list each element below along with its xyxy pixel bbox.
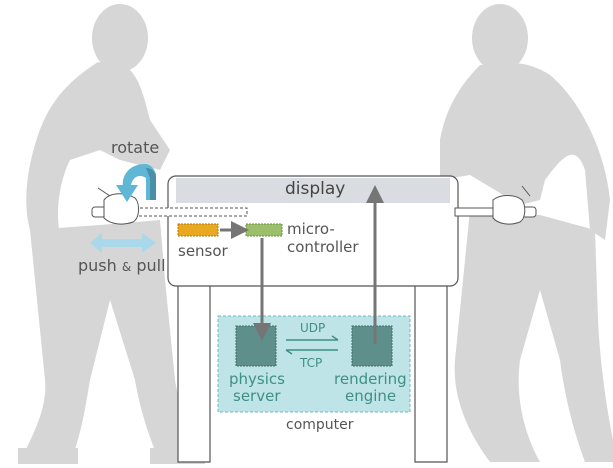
physics-server-block (235, 325, 277, 367)
display-panel (176, 178, 450, 203)
rotate-label: rotate (111, 138, 160, 157)
udp-label: UDP (300, 321, 326, 335)
rendering-engine-block (351, 325, 393, 367)
micro-controller-label-line1: micro- (287, 220, 335, 238)
udp-arrow (286, 335, 339, 341)
table-body (167, 175, 459, 287)
ampersand: & (121, 260, 132, 274)
right-hand (492, 185, 537, 225)
left-hand (91, 187, 139, 225)
rendering-label-line1: rendering (334, 370, 407, 388)
push-word: push (78, 256, 117, 275)
computer-label: computer (286, 417, 354, 433)
right-person-silhouette (440, 4, 613, 462)
display-label: display (285, 179, 346, 199)
controller-block (245, 223, 283, 237)
sensor-label: sensor (178, 242, 228, 260)
rotate-arrow-icon (116, 164, 156, 202)
table-legs (177, 285, 448, 463)
pull-word: pull (136, 256, 166, 275)
sensor-block (177, 223, 219, 237)
micro-controller-label-line2: controller (287, 238, 359, 256)
physics-label-line2: server (233, 387, 281, 405)
tcp-arrow (285, 349, 338, 355)
physics-label-line1: physics (229, 370, 285, 388)
rendering-label-line2: engine (345, 387, 397, 405)
push-pull-label: push & pull (78, 258, 166, 274)
push-pull-arrow-icon (90, 233, 156, 253)
tcp-label: TCP (300, 356, 323, 370)
